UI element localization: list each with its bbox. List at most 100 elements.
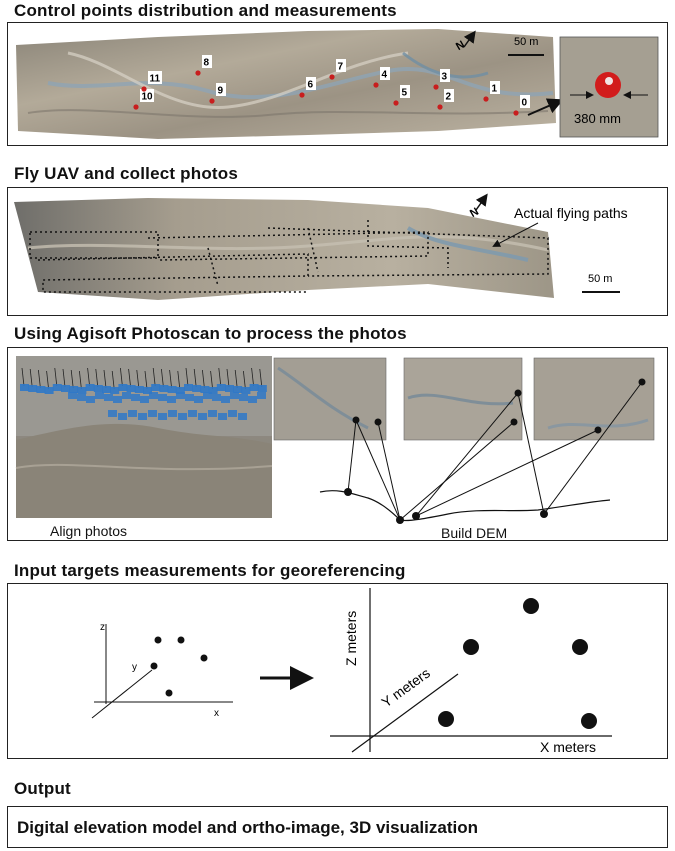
control-section-title: Control points distribution and measurem… bbox=[14, 1, 397, 20]
camera-ray bbox=[243, 370, 246, 390]
flight-path-map: Actual flying paths N 50 m bbox=[14, 193, 628, 300]
camera-photo-tile bbox=[208, 410, 217, 417]
control-point-label: 4 bbox=[382, 70, 388, 81]
control-point-label-bg bbox=[520, 95, 530, 108]
camera-ray bbox=[120, 367, 123, 387]
fly-section-title: Fly UAV and collect photos bbox=[14, 164, 239, 183]
camera-ray bbox=[54, 367, 58, 387]
control-point-marker bbox=[209, 98, 215, 104]
control-point-label: 10 bbox=[142, 92, 154, 103]
camera-photo-tile bbox=[69, 386, 79, 393]
camera-photo-tile bbox=[113, 396, 122, 403]
camera-ray bbox=[111, 370, 115, 390]
camera-ray bbox=[128, 368, 131, 388]
camera-photo-tile bbox=[118, 384, 128, 391]
camera-ray bbox=[46, 370, 49, 390]
big-y-label: Y meters bbox=[378, 665, 433, 711]
control-point-label-bg bbox=[202, 55, 212, 68]
camera-photo-tile bbox=[200, 386, 210, 393]
camera-photo-tile bbox=[20, 384, 29, 391]
control-point-label-bg bbox=[216, 83, 226, 96]
camera-photo-tile bbox=[126, 385, 136, 392]
output-text: Digital elevation model and ortho-image,… bbox=[17, 818, 478, 837]
camera-ray bbox=[152, 367, 156, 387]
georeference-diagram: z y x Z meters Y meters X meters bbox=[91, 588, 612, 755]
control-point-marker bbox=[433, 84, 439, 90]
align-photos-label: Align photos bbox=[50, 523, 128, 539]
control-point-marker bbox=[195, 70, 201, 76]
big-z-label: Z meters bbox=[343, 611, 359, 666]
camera-photo-tile bbox=[230, 392, 239, 399]
camera-photo-tile bbox=[158, 413, 167, 420]
control-point-label: 0 bbox=[522, 98, 528, 109]
camera-photo-tile bbox=[36, 386, 46, 393]
camera-ray bbox=[161, 368, 164, 388]
process-panel: Align photos Build DEM bbox=[7, 347, 668, 541]
small-y-label: y bbox=[132, 662, 137, 673]
camera-photo-tile bbox=[159, 385, 169, 392]
camera-photo-tile bbox=[185, 394, 194, 401]
north-arrow-icon bbox=[463, 30, 476, 48]
camera-photo-tile bbox=[68, 392, 77, 399]
camera-photo-tile bbox=[104, 394, 113, 401]
camera-photo-tile bbox=[257, 392, 266, 399]
control-point-label: 7 bbox=[338, 62, 344, 73]
flying-path-label: Actual flying paths bbox=[514, 205, 628, 221]
camera-ray bbox=[210, 370, 213, 390]
control-point-marker bbox=[141, 86, 147, 92]
control-point-label-bg bbox=[400, 85, 410, 98]
big-x-label: X meters bbox=[540, 739, 596, 755]
camera-photo-tile bbox=[95, 392, 104, 399]
control-point-label: 2 bbox=[446, 92, 452, 103]
camera-photo-tile bbox=[203, 392, 212, 399]
camera-photo-tile bbox=[140, 396, 149, 403]
red-target-icon bbox=[595, 72, 621, 98]
camera-photo-tile bbox=[184, 384, 193, 391]
camera-ray bbox=[136, 369, 140, 389]
camera-photo-tile bbox=[77, 387, 87, 394]
camera-photo-tile bbox=[212, 394, 221, 401]
camera-photo-tile bbox=[102, 386, 111, 393]
camera-photo-tile bbox=[239, 394, 248, 401]
camera-ray bbox=[177, 370, 181, 390]
camera-photo-tile bbox=[225, 385, 234, 392]
camera-ray bbox=[193, 368, 197, 388]
camera-photo-tile bbox=[216, 384, 226, 391]
control-point-label: 8 bbox=[204, 58, 210, 69]
control-point-label: 6 bbox=[308, 80, 314, 91]
targets-panel: z y x Z meters Y meters X meters bbox=[7, 583, 668, 759]
control-point-marker bbox=[329, 74, 335, 80]
camera-photo-tile bbox=[192, 385, 202, 392]
camera-photo-tile bbox=[118, 413, 127, 420]
camera-ray bbox=[169, 369, 172, 389]
camera-photo-tile bbox=[44, 387, 54, 394]
tie-points bbox=[344, 378, 646, 524]
camera-photo-tile bbox=[52, 384, 62, 391]
camera-ray bbox=[70, 369, 74, 389]
camera-photo-tile bbox=[208, 387, 218, 394]
camera-ray bbox=[29, 368, 33, 388]
control-point-label: 1 bbox=[492, 84, 498, 95]
camera-ray bbox=[87, 367, 90, 387]
camera-photo-tile bbox=[122, 392, 131, 399]
dem-profile-line bbox=[319, 490, 611, 522]
camera-photo-tile bbox=[241, 387, 251, 394]
camera-photo-tile bbox=[143, 387, 152, 394]
fly-north-arrow-icon bbox=[475, 193, 488, 211]
camera-photo-tile bbox=[134, 386, 144, 393]
camera-photo-tile bbox=[233, 386, 243, 393]
control-point-marker bbox=[393, 100, 399, 106]
camera-ray bbox=[38, 369, 41, 389]
camera-ray bbox=[79, 370, 82, 390]
camera-photo-tile bbox=[221, 396, 230, 403]
camera-photo-tile bbox=[93, 385, 103, 392]
small-x-label: x bbox=[214, 708, 219, 719]
target-size-label: 380 mm bbox=[574, 111, 621, 126]
control-point-label: 11 bbox=[150, 74, 161, 85]
photo-1 bbox=[273, 357, 387, 441]
camera-photo-tile bbox=[218, 413, 227, 420]
control-point-label-bg bbox=[444, 89, 454, 102]
control-point-marker bbox=[437, 104, 443, 110]
